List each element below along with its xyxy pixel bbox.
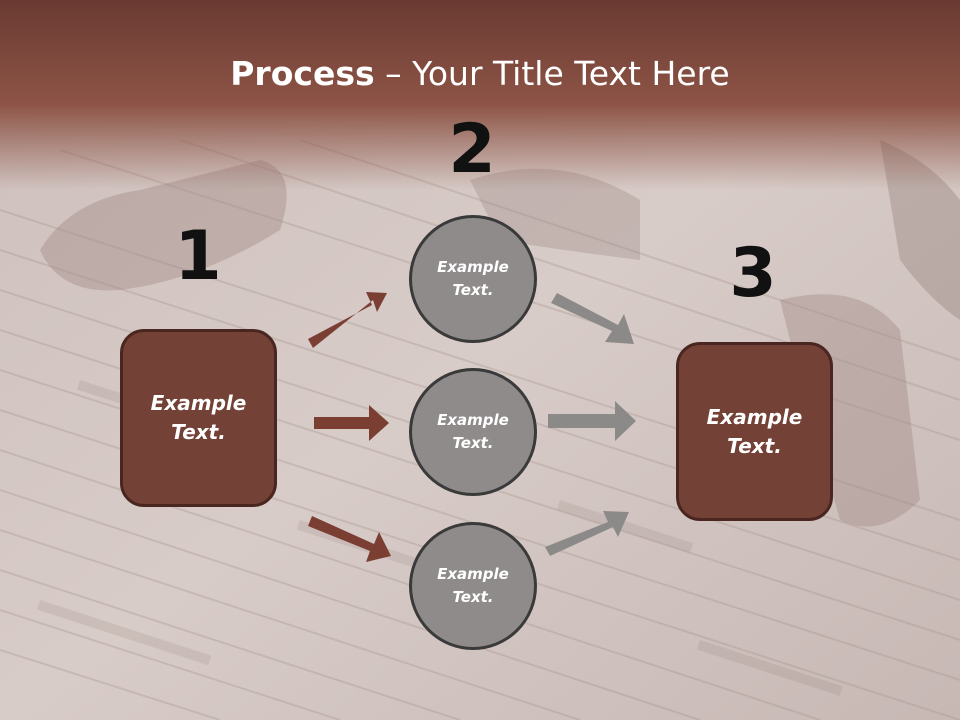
left-step-line2: Text. (171, 420, 226, 444)
circle-top-line1: Example (437, 258, 509, 276)
circle-middle-line1: Example (437, 411, 509, 429)
title-rest: – Your Title Text Here (374, 54, 730, 93)
circle-bottom-line2: Text. (452, 588, 494, 606)
left-step-box: Example Text. (120, 329, 277, 507)
step-number-2: 2 (448, 110, 496, 189)
right-step-text: Example Text. (707, 403, 803, 461)
circle-middle-line2: Text. (452, 434, 494, 452)
arrow-right-gray (548, 401, 636, 441)
arrow-up-right-brown (308, 292, 387, 348)
arrow-down-right-brown (308, 516, 391, 562)
step-number-3: 3 (729, 234, 777, 313)
circle-bottom-line1: Example (437, 565, 509, 583)
step-number-1: 1 (174, 217, 222, 296)
arrow-right-brown (314, 405, 389, 441)
left-step-line1: Example (150, 391, 247, 415)
left-step-text: Example Text. (151, 389, 247, 447)
circle-step-middle: Example Text. (409, 368, 537, 496)
circle-top-line2: Text. (452, 281, 494, 299)
title-bold: Process (230, 54, 375, 93)
right-step-line2: Text. (727, 433, 782, 458)
arrow-up-right-gray (545, 511, 629, 556)
circle-step-top: Example Text. (409, 215, 537, 343)
circle-step-bottom: Example Text. (409, 522, 537, 650)
right-step-line1: Example (706, 404, 803, 429)
right-step-box: Example Text. (676, 342, 833, 521)
slide-title: Process – Your Title Text Here (0, 52, 960, 96)
arrow-down-right-gray (551, 293, 634, 344)
